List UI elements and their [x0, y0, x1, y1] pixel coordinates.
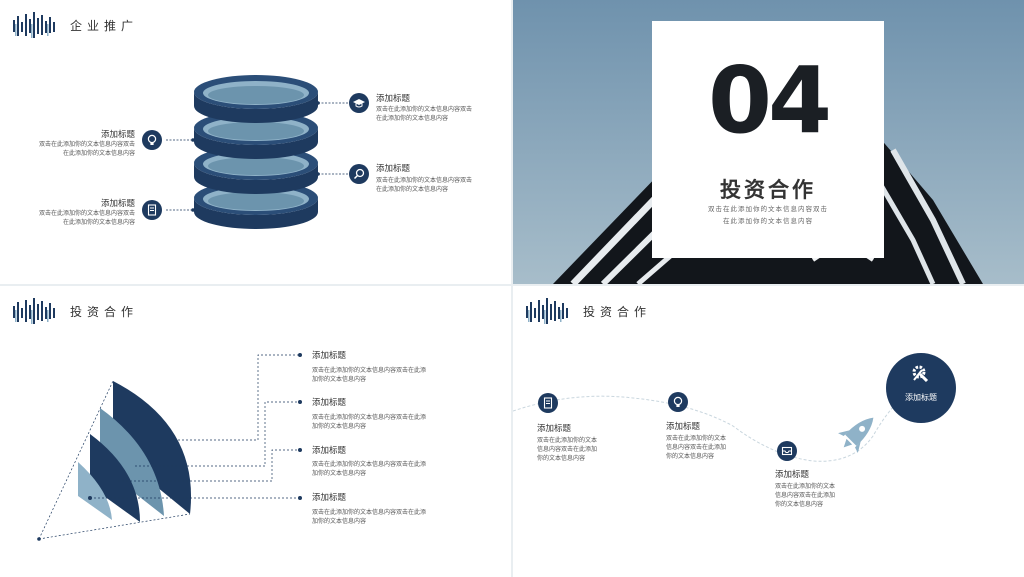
slide-title: 投资合作: [70, 304, 139, 319]
section-subtitle: 双击在此添加你的文本信息内容双击在此添加你的文本信息内容: [708, 205, 828, 225]
item-title: 添加标题: [376, 94, 411, 104]
document-icon: [538, 393, 558, 413]
item-desc: 双击在此添加你的文本信息内容双击在此添加你的文本信息内容: [376, 106, 473, 122]
slide-header: 投资合作: [525, 296, 651, 326]
item-desc: 双击在此添加你的文本信息内容双击在此添加你的文本信息内容: [312, 414, 427, 430]
item-title: 添加标题: [312, 398, 347, 408]
item-title: 添加标题: [312, 446, 347, 456]
item-title: 添加标题: [376, 164, 411, 174]
path-graphic: [513, 390, 914, 462]
item-desc: 双击在此添加你的文本信息内容双击在此添加你的文本信息内容: [312, 461, 427, 477]
slide-1[interactable]: 企业推广 添加标题 双击在此添加你的文本信息内容双击在此添加你的文本信息内容 添…: [0, 0, 511, 284]
logo-icon: [13, 12, 55, 38]
slide-3[interactable]: 投资合作 添加标题 双击在此添加你的文本信息内容双击在此添加你的文本信息内容 添…: [0, 286, 511, 577]
item-title: 添加标题: [100, 199, 135, 209]
gear-wrench-icon: [912, 365, 929, 383]
slide-2[interactable]: 04 投资合作 双击在此添加你的文本信息内容双击在此添加你的文本信息内容: [513, 0, 1024, 284]
slide-header: 企业推广: [12, 10, 138, 40]
title-card: 04 投资合作 双击在此添加你的文本信息内容双击在此添加你的文本信息内容: [652, 21, 884, 258]
item-desc: 双击在此添加你的文本信息内容双击在此添加你的文本信息内容: [376, 177, 473, 193]
highlight-circle: 添加标题: [886, 353, 956, 423]
document-icon: [142, 200, 162, 220]
lightbulb-icon: [142, 130, 162, 150]
stacked-rings-graphic: [166, 75, 348, 229]
sail-graphic: [37, 353, 302, 541]
slide-4[interactable]: 投资合作 添加标题 添加标题 双击在此添加你的文本信息内容双击在此添加你的文本信…: [513, 286, 1024, 577]
highlight-title: 添加标题: [905, 393, 937, 402]
slide-title: 投资合作: [583, 304, 652, 319]
lightbulb-icon: [668, 392, 688, 412]
item-title: 添加标题: [312, 351, 347, 361]
section-number: 04: [707, 47, 832, 154]
item-title: 添加标题: [537, 424, 572, 434]
search-icon: [349, 164, 369, 184]
item-desc: 双击在此添加你的文本信息内容双击在此添加你的文本信息内容: [312, 509, 427, 525]
rocket-icon: [838, 417, 874, 453]
item-title: 添加标题: [666, 422, 701, 432]
slide-title: 企业推广: [70, 18, 139, 33]
logo-icon: [13, 298, 55, 324]
inbox-icon: [777, 441, 797, 461]
item-desc: 双击在此添加你的文本信息内容双击在此添加你的文本信息内容: [38, 141, 135, 157]
item-desc: 双击在此添加你的文本信息内容双击在此添加你的文本信息内容: [38, 210, 135, 226]
item-title: 添加标题: [100, 130, 135, 140]
logo-icon: [526, 298, 568, 324]
section-title: 投资合作: [720, 178, 816, 202]
item-desc: 双击在此添加你的文本信息内容双击在此添加你的文本信息内容: [775, 483, 836, 508]
ring-layer: [194, 75, 318, 123]
slide-header: 投资合作: [12, 296, 138, 326]
item-title: 添加标题: [312, 493, 347, 503]
item-desc: 双击在此添加你的文本信息内容双击在此添加你的文本信息内容: [537, 437, 598, 462]
item-desc: 双击在此添加你的文本信息内容双击在此添加你的文本信息内容: [666, 435, 727, 460]
item-title: 添加标题: [775, 470, 810, 480]
item-desc: 双击在此添加你的文本信息内容双击在此添加你的文本信息内容: [312, 367, 427, 383]
graduation-cap-icon: [349, 93, 369, 113]
